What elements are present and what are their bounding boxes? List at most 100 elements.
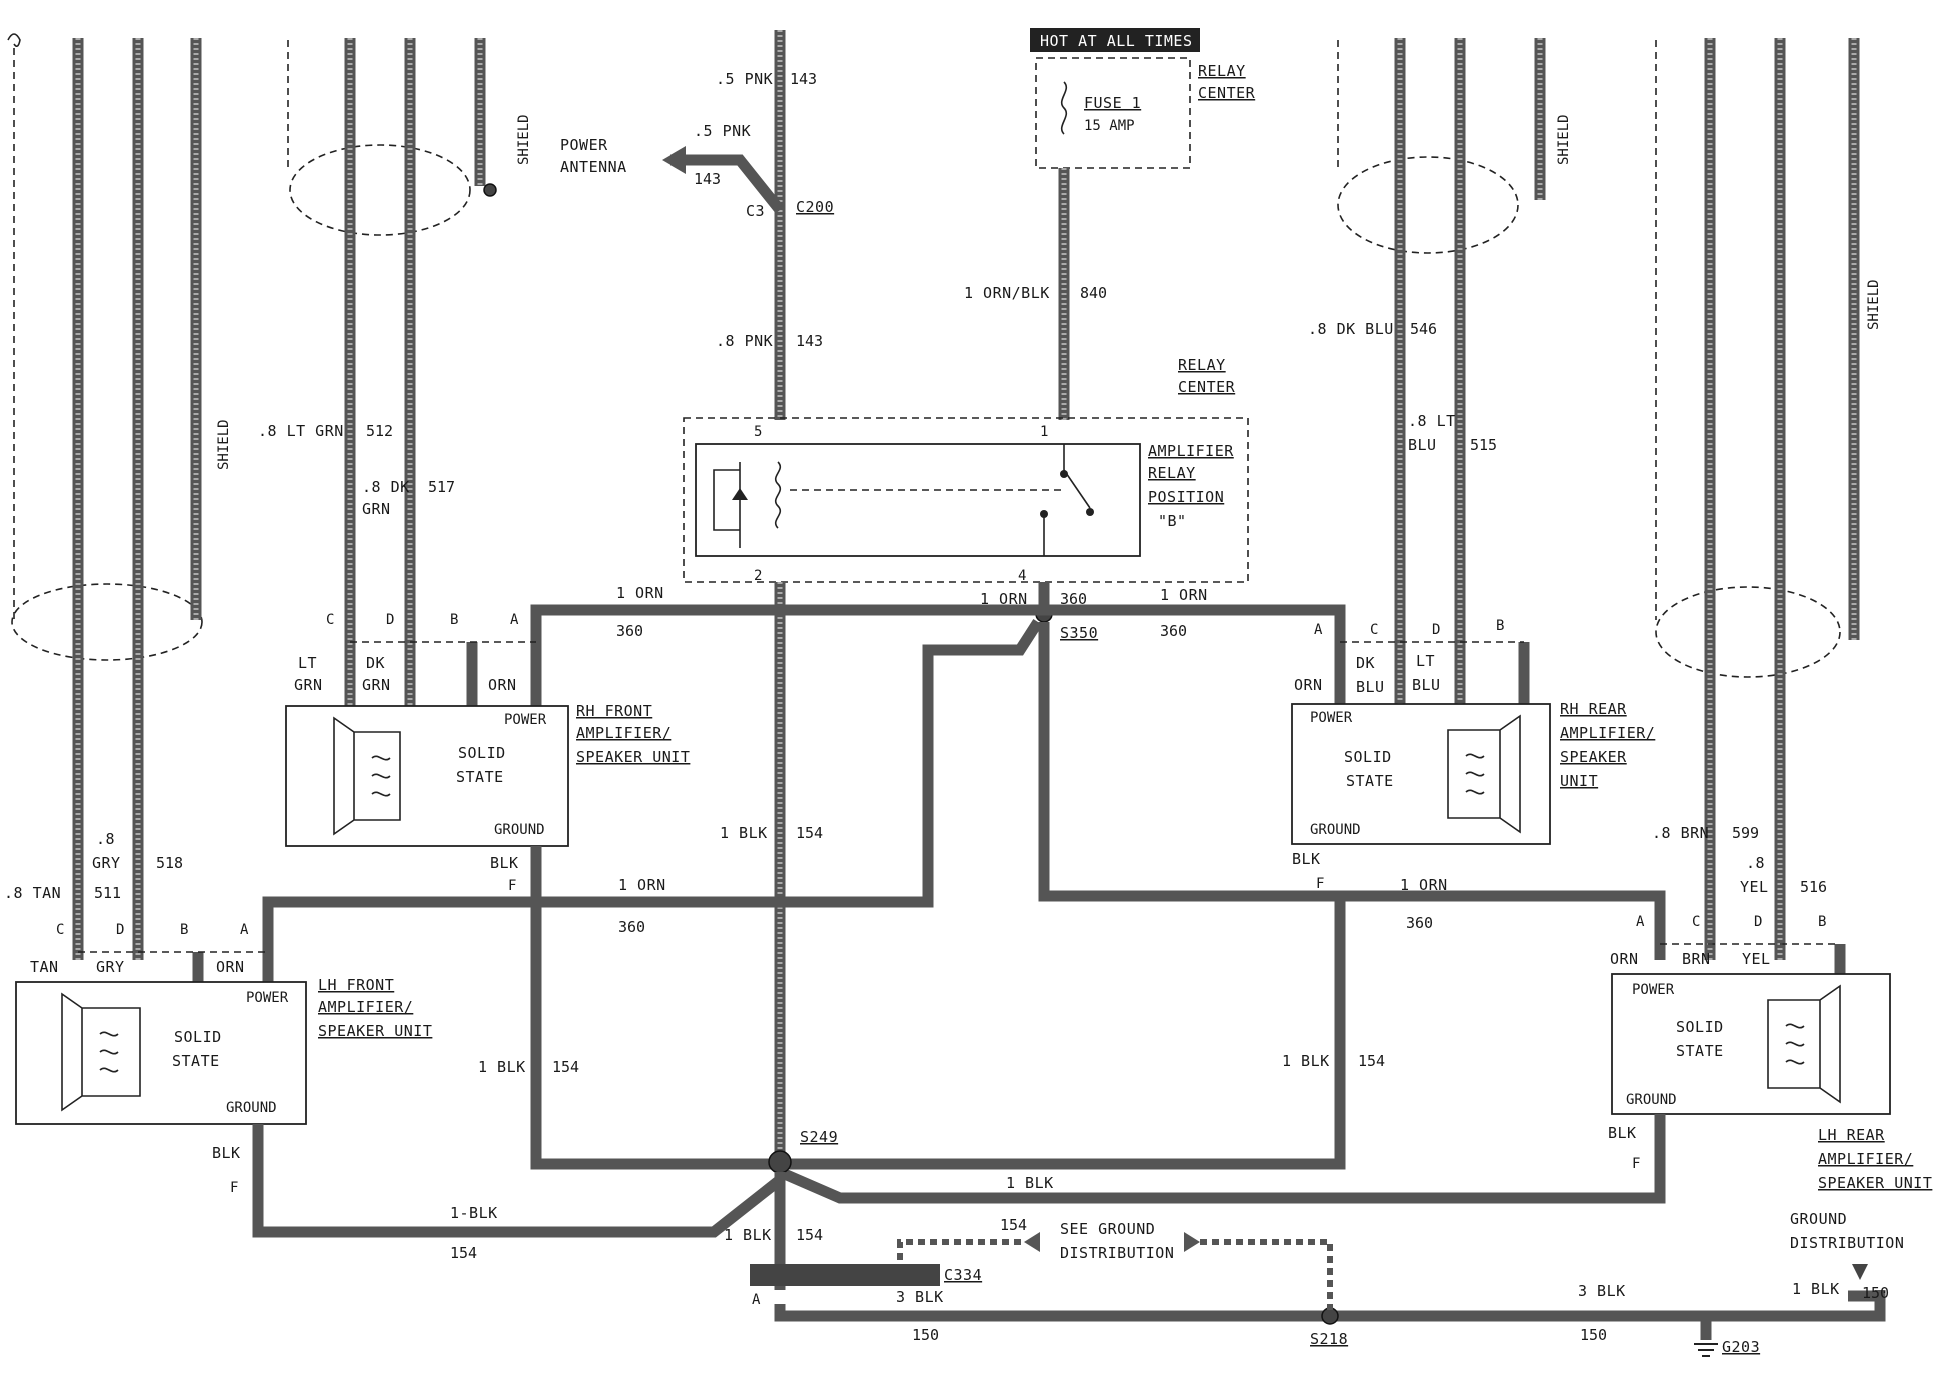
lhf-pin-f: F (230, 1180, 238, 1196)
wire-3blk-left: 3 BLK (896, 1288, 944, 1306)
wire-gry-1: .8 (96, 830, 115, 848)
lhr-name-1: LH REAR (1818, 1126, 1885, 1144)
wire-orn-lhf: 1 ORN (618, 876, 666, 894)
wire-3blk-right-num: 150 (1580, 1326, 1607, 1344)
rhr-blu-1: BLU (1356, 678, 1385, 696)
rhr-pin-a: A (1314, 622, 1323, 638)
lh-rear-unit: A C D B ORN BRN YEL POWER SOLID STATE GR… (1608, 914, 1932, 1192)
wire-dk-blu-num: 546 (1410, 320, 1437, 338)
c200-label: C200 (796, 198, 834, 216)
wire-blk-150-num: 150 (1862, 1284, 1889, 1302)
fuse-relay-center-2: CENTER (1198, 84, 1256, 102)
rh-front-cable: SHIELD (287, 38, 532, 710)
shield-label-rh-rear: SHIELD (1556, 114, 1572, 165)
wire-lt-grn: .8 LT GRN (258, 422, 344, 440)
rhr-blu-2: BLU (1412, 676, 1441, 694)
antenna-num: 143 (694, 170, 721, 188)
rhf-pin-f: F (508, 878, 516, 894)
rhf-pin-d: D (386, 612, 394, 628)
lhf-pin-c: C (56, 922, 64, 938)
lhr-pin-b: B (1818, 914, 1826, 930)
wire-3blk-right: 3 BLK (1578, 1282, 1626, 1300)
c3-label: C3 (746, 202, 765, 220)
wire-orn-s350-num: 360 (1060, 590, 1087, 608)
lhf-solid: SOLID (174, 1028, 222, 1046)
lhf-name-1: LH FRONT (318, 976, 394, 994)
s350-label: S350 (1060, 624, 1098, 642)
wire-tan-num: 511 (94, 884, 121, 902)
wire-lt-blu-2: BLU (1408, 436, 1437, 454)
rhr-state: STATE (1346, 772, 1394, 790)
lhf-gnd-blk: BLK (212, 1144, 241, 1162)
wire-blk-rhr-num: 154 (1358, 1052, 1385, 1070)
relay-pin-2: 2 (754, 568, 762, 584)
wire-orn-lhr-num: 360 (1406, 914, 1433, 932)
wire-lt-blu-1: .8 LT (1408, 412, 1456, 430)
wire-blk-down-num: 154 (796, 1226, 823, 1244)
rhr-pin-c: C (1370, 622, 1378, 638)
lhf-orn: ORN (216, 958, 245, 976)
relay-center-1: RELAY (1178, 356, 1226, 374)
c334-pin-a: A (752, 1292, 761, 1308)
lhf-name-2: AMPLIFIER/ (318, 998, 413, 1016)
rhr-name-3: SPEAKER (1560, 748, 1627, 766)
fuse-name: FUSE 1 (1084, 94, 1141, 112)
g203-label: G203 (1722, 1338, 1760, 1356)
rhf-pin-b: B (450, 612, 458, 628)
lhr-brn: BRN (1682, 950, 1711, 968)
rhf-dkgrn: GRN (362, 676, 391, 694)
rh-front-unit: C D B A LT GRN DK GRN ORN POWER SOLID ST… (285, 612, 690, 894)
wire-gry-num: 518 (156, 854, 183, 872)
wire-blk-center: 1 BLK (720, 824, 768, 842)
wire-blk-lhf: 1-BLK (450, 1204, 498, 1222)
wire-yel-num: 516 (1800, 878, 1827, 896)
lhr-name-3: SPEAKER UNIT (1818, 1174, 1932, 1192)
power-antenna-2: ANTENNA (560, 158, 627, 176)
relay-center-2: CENTER (1178, 378, 1236, 396)
rhr-name-4: UNIT (1560, 772, 1598, 790)
rhr-power: POWER (1310, 710, 1353, 726)
lhr-gnd-blk: BLK (1608, 1124, 1637, 1142)
wire-dk-blu: .8 DK BLU (1308, 320, 1394, 338)
fuse-block: HOT AT ALL TIMES FUSE 1 15 AMP RELAY CEN… (1030, 28, 1256, 169)
lhr-pin-d: D (1754, 914, 1762, 930)
relay-name-2: RELAY (1148, 464, 1196, 482)
lhf-gry: GRY (96, 958, 125, 976)
rhf-lt: LT (298, 654, 317, 672)
wire-blk-lhr: 1 BLK (1006, 1174, 1054, 1192)
lhf-ground: GROUND (226, 1100, 277, 1116)
lh-front-unit: C D B A TAN GRY ORN POWER SOLID STATE GR… (15, 922, 432, 1196)
amplifier-relay: 5 1 2 4 RELAY CENTER AMPLIFIER RELAY POS… (683, 356, 1249, 584)
wire-blk-lhf-num: 154 (450, 1244, 477, 1262)
rhr-lt: LT (1416, 652, 1435, 670)
rhf-dk: DK (366, 654, 385, 672)
shield-label-lh-rear: SHIELD (1866, 279, 1882, 330)
lhr-pin-c: C (1692, 914, 1700, 930)
wire-orn-rhf-num: 360 (616, 622, 643, 640)
wire-lt-grn-num: 512 (366, 422, 393, 440)
wire-lt-blu-num: 515 (1470, 436, 1497, 454)
relay-name-4: "B" (1158, 512, 1187, 530)
wire-blk-rhr: 1 BLK (1282, 1052, 1330, 1070)
s249-label: S249 (800, 1128, 838, 1146)
rhr-name-2: AMPLIFIER/ (1560, 724, 1655, 742)
rh-rear-cable: SHIELD (1337, 38, 1572, 710)
wire-yel-1: .8 (1746, 854, 1765, 872)
relay-pin-4: 4 (1018, 568, 1026, 584)
wire-dk-grn-2: GRN (362, 500, 391, 518)
wire-orn-rhf: 1 ORN (616, 584, 664, 602)
fuse-relay-center-1: RELAY (1198, 62, 1246, 80)
lhr-name-2: AMPLIFIER/ (1818, 1150, 1913, 1168)
rhf-orn: ORN (488, 676, 517, 694)
wire-tan: .8 TAN (4, 884, 61, 902)
rhr-pin-f: F (1316, 876, 1324, 892)
ground-dist-1: GROUND (1790, 1210, 1847, 1228)
rhf-solid: SOLID (458, 744, 506, 762)
wire-brn: .8 BRN (1652, 824, 1709, 842)
top-wire-label: .5 PNK (716, 70, 773, 88)
lh-rear-cable: SHIELD (1655, 38, 1882, 960)
power-antenna-1: POWER (560, 136, 608, 154)
c334-label: C334 (944, 1266, 982, 1284)
rhr-solid: SOLID (1344, 748, 1392, 766)
wire-orn-lhf-num: 360 (618, 918, 645, 936)
